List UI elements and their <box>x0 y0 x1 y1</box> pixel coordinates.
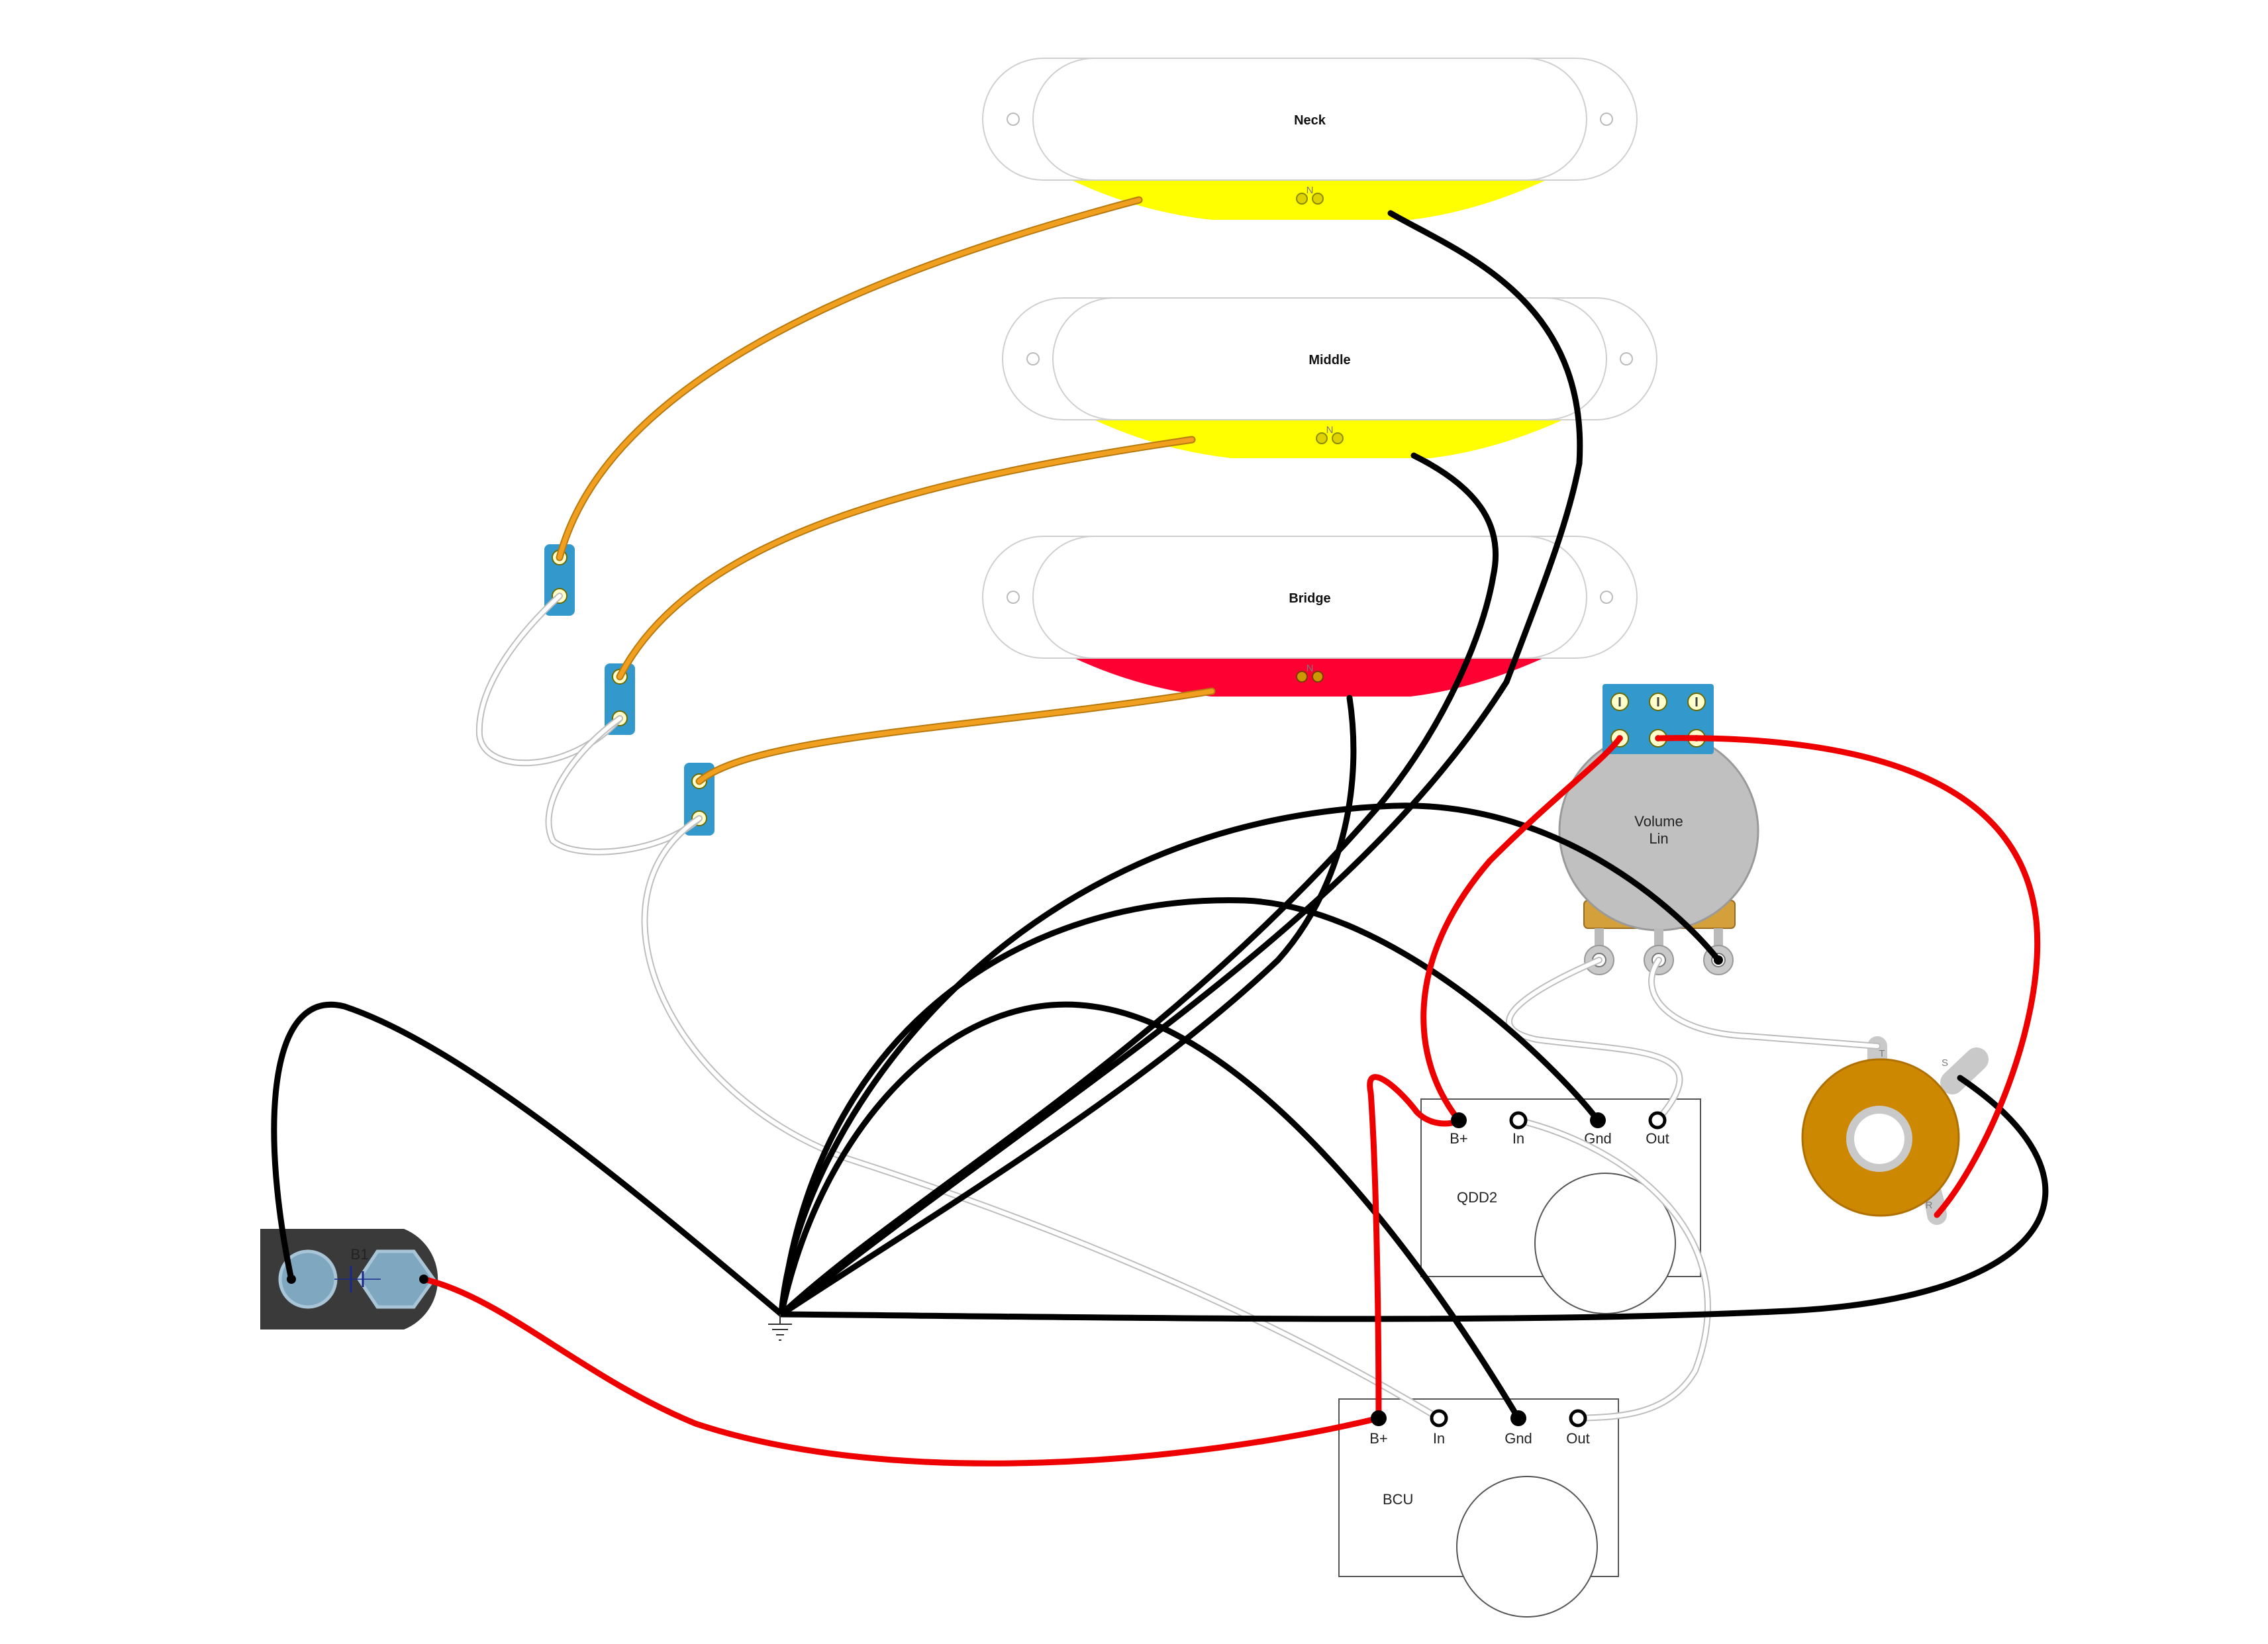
pickup-neck-lug-2 <box>1312 193 1324 205</box>
qdd2-pin-bplus-label: B+ <box>1450 1130 1468 1147</box>
pickup-neck-pole-label: N <box>1307 185 1314 196</box>
pickup-neck-label: Neck <box>1294 113 1326 128</box>
hot-wires <box>556 196 1216 785</box>
pickup-bridge-cover <box>1032 536 1587 659</box>
qdd2-name: QDD2 <box>1457 1189 1497 1206</box>
pickup-middle-base <box>1091 418 1566 458</box>
qdd2-pin-out-label: Out <box>1646 1130 1669 1147</box>
battery-label: B1 <box>351 1246 369 1263</box>
module-qdd2: QDD2 B+ In Gnd Out <box>1420 1098 1701 1314</box>
bcu-pot <box>1456 1476 1598 1618</box>
jack-terminal-tip: T <box>1879 1048 1885 1059</box>
qdd2-pin-in-label: In <box>1512 1130 1524 1147</box>
pickup-middle-screw-right <box>1620 352 1633 365</box>
module-bcu: BCU B+ In Gnd Out <box>1338 1398 1619 1618</box>
pickup-bridge-lug-1 <box>1296 671 1308 683</box>
bcu-name: BCU <box>1383 1491 1413 1508</box>
pickup-bridge-screw-right <box>1600 591 1613 604</box>
pot-label-line2: Lin <box>1649 830 1668 847</box>
output-jack: T S R <box>1801 1036 1989 1225</box>
pickup-neck-lug-1 <box>1296 193 1308 205</box>
bcu-pin-bplus-label: B+ <box>1369 1430 1388 1447</box>
pickup-neck: Neck N <box>982 58 1638 220</box>
pot-label-line1: Volume <box>1634 813 1683 830</box>
connection-dots <box>287 955 1723 1427</box>
power-wires <box>420 735 2041 1467</box>
pickup-bridge-pole-label: N <box>1307 663 1314 674</box>
jack-terminal-sleeve: S <box>1942 1057 1948 1069</box>
pickup-neck-screw-left <box>1007 113 1020 126</box>
bcu-pin-gnd-label: Gnd <box>1504 1430 1532 1447</box>
bcu-pin-in-label: In <box>1433 1430 1445 1447</box>
pickup-bridge-base <box>1071 657 1546 697</box>
pickup-bridge-lug-2 <box>1312 671 1324 683</box>
pickup-bridge-label: Bridge <box>1289 591 1330 606</box>
ground-symbol-icon <box>768 1314 792 1341</box>
pickup-bridge-screw-left <box>1007 591 1020 604</box>
pickup-neck-base <box>1071 180 1546 220</box>
pickup-neck-screw-right <box>1600 113 1613 126</box>
pickup-middle-label: Middle <box>1308 353 1350 367</box>
volume-pot: Volume Lin <box>1558 730 1759 975</box>
jack-terminal-ring: R <box>1926 1200 1933 1211</box>
pickup-bridge: Bridge N <box>982 536 1638 697</box>
pickup-middle-pole-label: N <box>1326 424 1334 436</box>
qdd2-pot <box>1534 1173 1676 1314</box>
pickup-middle-cover <box>1052 297 1607 420</box>
pickup-middle-screw-left <box>1026 352 1040 365</box>
pickup-middle-lug-2 <box>1332 432 1344 444</box>
signal-wires <box>475 593 1881 1422</box>
pickup-middle-lug-1 <box>1316 432 1328 444</box>
pickup-middle: Middle N <box>1002 297 1657 458</box>
battery: B1 <box>260 1229 438 1330</box>
ground-wires <box>271 210 2049 1422</box>
bcu-pin-out-label: Out <box>1566 1430 1589 1447</box>
pickup-neck-cover <box>1032 58 1587 181</box>
jack-hole <box>1854 1114 1904 1164</box>
